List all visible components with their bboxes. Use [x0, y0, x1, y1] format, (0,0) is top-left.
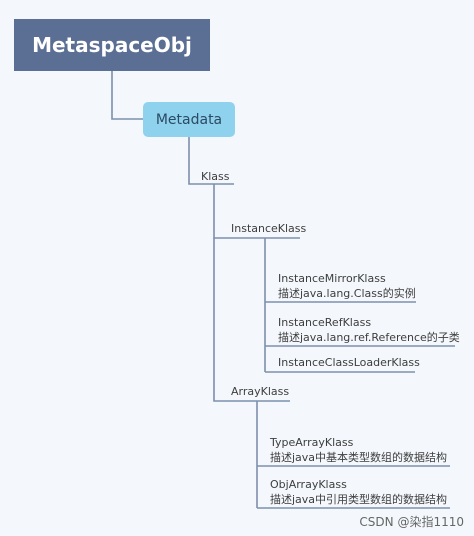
instanceklass-node: InstanceKlass — [231, 221, 306, 236]
objarrayklass-label: ObjArrayKlass — [270, 478, 347, 491]
instancemirrorklass-label: InstanceMirrorKlass — [278, 272, 386, 285]
typearrayklass-desc: 描述java中基本类型数组的数据结构 — [270, 451, 448, 464]
instanceclassloaderklass-label: InstanceClassLoaderKlass — [278, 356, 420, 369]
instancemirrorklass-node: InstanceMirrorKlass 描述java.lang.Class的实例 — [278, 271, 416, 301]
instancerefklass-label: InstanceRefKlass — [278, 316, 372, 329]
objarrayklass-desc: 描述java中引用类型数组的数据结构 — [270, 493, 448, 506]
connector-root-metadata — [111, 71, 143, 120]
klass-label: Klass — [201, 170, 230, 183]
connector-klass-arrayklass — [213, 238, 290, 402]
watermark: CSDN @染指1110 — [359, 515, 464, 529]
instancerefklass-desc: 描述java.lang.ref.Reference的子类 — [278, 331, 460, 344]
typearrayklass-label: TypeArrayKlass — [270, 436, 354, 449]
instancerefklass-node: InstanceRefKlass 描述java.lang.ref.Referen… — [278, 315, 460, 345]
instanceklass-label: InstanceKlass — [231, 222, 307, 235]
metadata-node: Metadata — [143, 102, 235, 137]
instancemirrorklass-desc: 描述java.lang.Class的实例 — [278, 287, 416, 300]
arrayklass-label: ArrayKlass — [231, 385, 290, 398]
instanceclassloaderklass-node: InstanceClassLoaderKlass — [278, 355, 420, 370]
klass-node: Klass — [201, 169, 229, 184]
typearrayklass-node: TypeArrayKlass 描述java中基本类型数组的数据结构 — [270, 435, 447, 465]
arrayklass-node: ArrayKlass — [231, 384, 289, 399]
metaspaceobj-node: MetaspaceObj — [14, 19, 210, 71]
connector-metadata-klass — [188, 137, 234, 185]
objarrayklass-node: ObjArrayKlass 描述java中引用类型数组的数据结构 — [270, 477, 447, 507]
